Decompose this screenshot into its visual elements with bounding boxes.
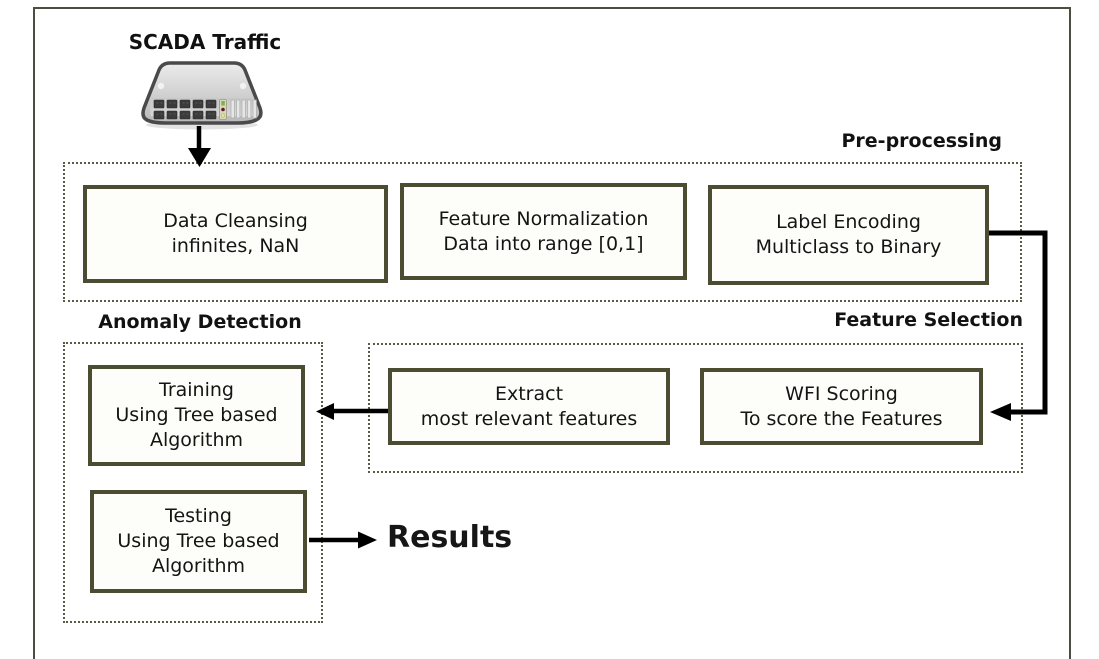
box-training: Training Using Tree based Algorithm [88,365,305,466]
box-text-line: Testing [165,505,232,527]
box-text-line: Feature Normalization [438,207,649,230]
box-text-line: Extract [494,382,564,405]
figure-frame [33,7,1071,659]
box-data-cleansing: Data Cleansing infinites, NaN [83,185,388,283]
group-label-preprocessing: Pre-processing [841,130,1003,152]
box-text-line: most relevant features [420,407,638,430]
box-text-line: Algorithm [149,429,244,451]
group-label-anomaly-detection: Anomaly Detection [98,311,302,333]
box-testing: Testing Using Tree based Algorithm [90,490,307,593]
box-text-line: Training [159,379,234,401]
box-text-line: Label Encoding [776,211,921,233]
box-extract-features: Extract most relevant features [388,368,670,445]
box-text-line: WFI Scoring [785,382,898,405]
network-switch-icon [141,61,263,130]
box-wfi-scoring: WFI Scoring To score the Features [700,368,983,445]
box-feature-normalization: Feature Normalization Data into range [0… [400,183,687,280]
box-text-line: Data into range [0,1] [443,232,644,255]
group-anomaly-detection [63,342,323,623]
group-label-feature-selection: Feature Selection [834,309,1023,331]
box-text-line: infinites, NaN [171,235,300,257]
box-text-line: Data Cleansing [163,210,308,232]
box-text-line: Using Tree based [115,404,278,426]
source-label: SCADA Traffic [128,30,282,54]
box-text-line: Multiclass to Binary [755,236,942,258]
results-label: Results [387,520,513,555]
box-label-encoding: Label Encoding Multiclass to Binary [708,185,989,285]
box-text-line: Using Tree based [117,530,280,552]
box-text-line: Algorithm [151,555,246,577]
box-text-line: To score the Features [740,407,943,430]
